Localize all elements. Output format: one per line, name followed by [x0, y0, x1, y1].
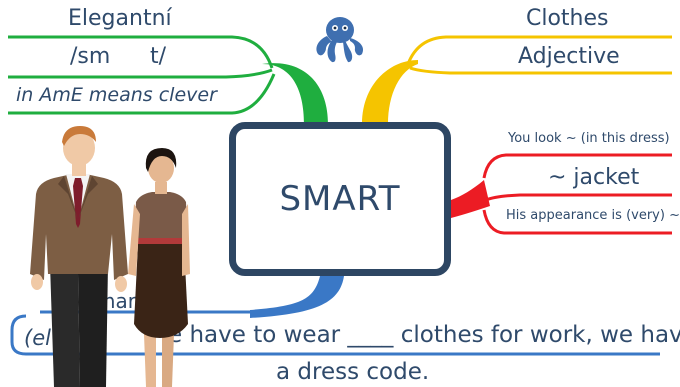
yellow-branch-line-top: [406, 35, 672, 65]
red-branch-trunk: [451, 180, 490, 218]
green-branch-line-low: [8, 73, 276, 115]
green-branch-line-mid: [8, 68, 273, 79]
bottom-sentence-line1: e have to wear ____ clothes for work, we…: [168, 322, 680, 348]
woman-in-dress-figure: [128, 148, 190, 387]
bottom-sentence-line2: a dress code.: [276, 359, 430, 385]
people-illustration: [30, 126, 190, 387]
left-word: Elegantní: [68, 6, 172, 31]
left-pronunciation-end: t/: [150, 44, 167, 69]
green-branch-line-top: [8, 35, 274, 69]
center-word: SMART: [279, 179, 401, 219]
blue-branch-bracket: [10, 314, 660, 356]
right-part-of-speech: Adjective: [518, 44, 620, 69]
blue-branch-trunk: [250, 276, 344, 318]
red-branch-line-mid: [485, 193, 672, 202]
yellow-branch-trunk: [362, 60, 418, 124]
red-example-top: You look ~ (in this dress): [508, 131, 670, 146]
green-branch-trunk: [262, 63, 328, 124]
right-word: Clothes: [526, 6, 609, 31]
left-note: in AmE means clever: [16, 84, 217, 106]
red-collocation: ~ jacket: [548, 165, 640, 190]
yellow-branch-line-mid: [409, 66, 672, 75]
octopus-logo-icon: [316, 17, 364, 63]
red-branch-line-top: [482, 153, 672, 179]
man-in-suit-figure: [30, 126, 128, 387]
red-branch-line-low: [482, 209, 672, 235]
center-node: SMART: [229, 122, 451, 276]
left-pronunciation-start: /sm: [70, 44, 111, 69]
red-example-bottom: His appearance is (very) ~: [506, 208, 680, 223]
